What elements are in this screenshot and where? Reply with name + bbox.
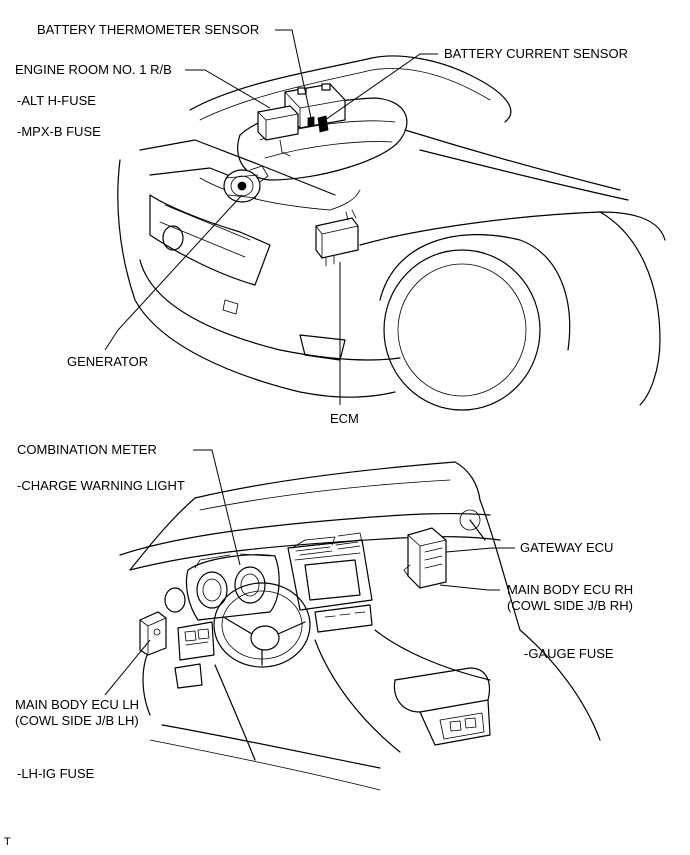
gauge-fuse-label: -GAUGE FUSE [524,646,614,661]
battery-thermometer-sensor-label: BATTERY THERMOMETER SENSOR [37,22,260,37]
charge-warning-light-label: -CHARGE WARNING LIGHT [17,478,185,493]
battery-current-sensor-label: BATTERY CURRENT SENSOR [444,46,628,61]
ecm-label: ECM [330,411,359,426]
vehicle-front-illustration [117,55,666,411]
instrument-panel-illustration [119,461,601,791]
mpx-b-fuse-label: -MPX-B FUSE [17,124,101,139]
engine-room-rb-label: ENGINE ROOM NO. 1 R/B [15,62,172,77]
main-body-ecu-rh-label: MAIN BODY ECU RH (COWL SIDE J/B RH) [507,582,634,613]
top-leader-lines [104,29,438,405]
alt-h-fuse-label: -ALT H-FUSE [17,93,96,108]
gateway-ecu-label: GATEWAY ECU [520,540,614,555]
main-body-ecu-lh-label: MAIN BODY ECU LH (COWL SIDE J/B LH) [15,697,140,728]
figure-id-label: T [4,836,11,848]
combination-meter-label: COMBINATION METER [17,442,157,457]
lh-ig-fuse-label: -LH-IG FUSE [17,766,95,781]
generator-label: GENERATOR [67,354,149,369]
bottom-leader-lines [104,449,515,696]
